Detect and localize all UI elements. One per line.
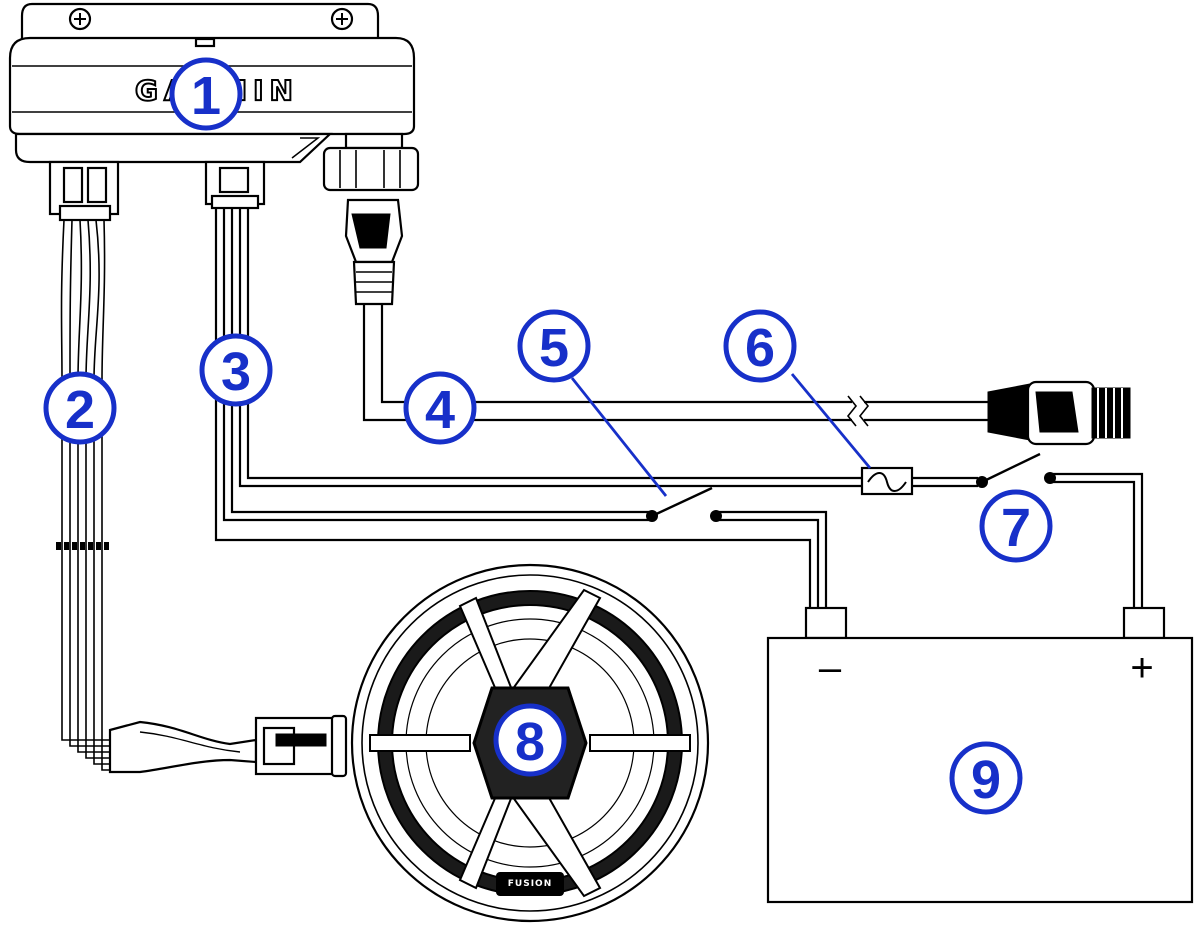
svg-text:1: 1: [191, 66, 221, 126]
svg-text:9: 9: [971, 750, 1001, 810]
nmea2000-cable: [362, 304, 988, 427]
svg-text:3: 3: [221, 342, 251, 402]
callout-7: 7: [979, 489, 1053, 563]
callout-2: 2: [43, 371, 117, 445]
power-harness-plug: [48, 160, 120, 222]
nmea2000-port: [322, 132, 420, 306]
callout-5-leader: [570, 377, 668, 497]
callout-4: 4: [403, 371, 477, 445]
svg-text:2: 2: [65, 380, 95, 440]
callout-6: 6: [723, 309, 797, 383]
power-wire-bundle: [56, 219, 348, 778]
battery-positive-terminal-label: +: [1130, 646, 1153, 690]
speaker-harness-plug: [204, 160, 266, 210]
callout-6-leader: [790, 373, 872, 469]
nmea2000-connector-icon: [987, 380, 1131, 446]
switch-icon: [646, 486, 722, 522]
screw-icon: [330, 7, 354, 31]
speaker-wires: [214, 208, 862, 612]
speaker-logo: FUSION: [508, 879, 552, 889]
svg-text:4: 4: [425, 380, 455, 440]
switch-icon: [976, 452, 1144, 612]
screw-icon: [68, 7, 92, 31]
svg-text:6: 6: [745, 318, 775, 378]
callout-8: 8: [493, 703, 567, 777]
svg-text:7: 7: [1001, 498, 1031, 558]
fuse-icon: [860, 466, 978, 496]
svg-text:5: 5: [539, 318, 569, 378]
svg-text:8: 8: [515, 712, 545, 772]
battery-negative-terminal-label: –: [819, 646, 842, 690]
callout-5: 5: [517, 309, 591, 383]
callout-1: 1: [169, 57, 243, 131]
callout-9: 9: [949, 741, 1023, 815]
callout-3: 3: [199, 333, 273, 407]
